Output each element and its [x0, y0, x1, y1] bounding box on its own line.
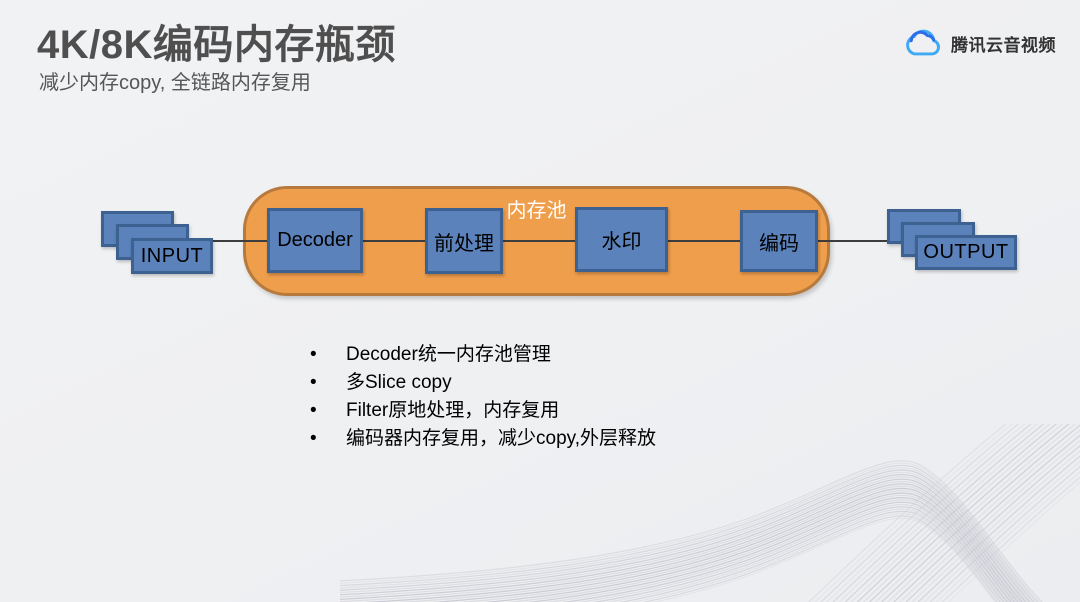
bullet-list: Decoder统一内存池管理 多Slice copy Filter原地处理，内存…: [308, 344, 656, 456]
input-stack: INPUT: [101, 211, 216, 275]
input-box: INPUT: [131, 238, 213, 274]
brand-name: 腾讯云音视频: [951, 35, 1056, 55]
bullet-item: 编码器内存复用，减少copy,外层释放: [308, 428, 656, 450]
node-encode: 编码: [740, 210, 818, 272]
node-watermark: 水印: [575, 207, 668, 272]
cloud-icon: [902, 28, 944, 58]
input-label: INPUT: [140, 244, 204, 267]
node-preprocess: 前处理: [425, 208, 503, 274]
page-title: 4K/8K编码内存瓶颈: [37, 23, 396, 67]
output-stack: OUTPUT: [887, 209, 1019, 271]
output-box: OUTPUT: [915, 235, 1017, 270]
bullet-item: Filter原地处理，内存复用: [308, 400, 656, 422]
bullet-item: Decoder统一内存池管理: [308, 344, 656, 366]
output-label: OUTPUT: [923, 241, 1009, 263]
bullet-item: 多Slice copy: [308, 372, 656, 394]
memory-pool-label: 内存池: [506, 200, 567, 222]
node-decoder: Decoder: [267, 208, 363, 273]
brand-logo: 腾讯云音视频: [902, 28, 1056, 58]
pipeline-connector-line: [176, 240, 888, 242]
page-subtitle: 减少内存copy, 全链路内存复用: [39, 72, 311, 94]
